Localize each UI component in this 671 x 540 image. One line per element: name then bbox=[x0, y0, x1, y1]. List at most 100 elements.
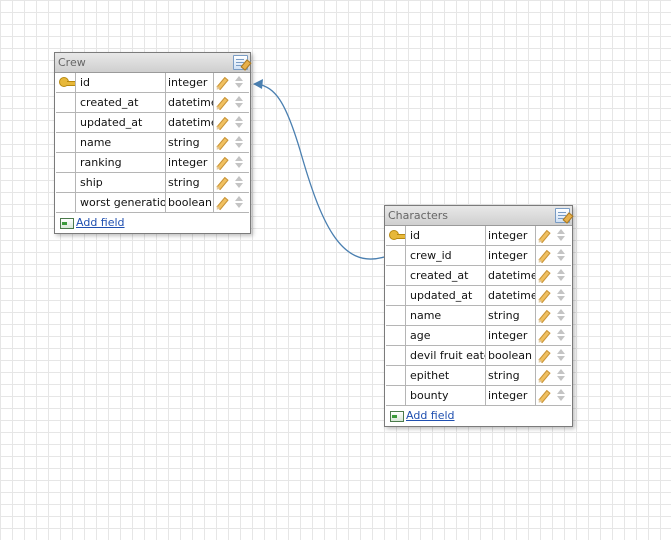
field-actions bbox=[214, 193, 248, 212]
key-cell bbox=[386, 386, 406, 405]
table-row[interactable]: created_at datetime bbox=[56, 93, 249, 113]
field-type: integer bbox=[486, 386, 536, 405]
pencil-icon[interactable] bbox=[216, 196, 229, 211]
field-actions bbox=[214, 113, 248, 132]
move-updown-icon[interactable] bbox=[557, 369, 566, 382]
characters-table-header[interactable]: Characters bbox=[385, 206, 572, 226]
field-name: ship bbox=[76, 173, 166, 192]
field-type: string bbox=[486, 366, 536, 385]
move-updown-icon[interactable] bbox=[557, 249, 566, 262]
add-field-icon[interactable] bbox=[60, 218, 74, 229]
table-row[interactable]: updated_at datetime bbox=[56, 113, 249, 133]
table-row[interactable]: name string bbox=[56, 133, 249, 153]
move-updown-icon[interactable] bbox=[235, 96, 244, 109]
pencil-icon[interactable] bbox=[216, 136, 229, 151]
pencil-icon[interactable] bbox=[216, 76, 229, 91]
move-updown-icon[interactable] bbox=[557, 229, 566, 242]
key-cell bbox=[386, 226, 406, 245]
move-updown-icon[interactable] bbox=[557, 269, 566, 282]
field-type: integer bbox=[166, 73, 214, 92]
table-row[interactable]: ranking integer bbox=[56, 153, 249, 173]
key-cell bbox=[56, 153, 76, 172]
field-name: worst generation bbox=[76, 193, 166, 212]
field-name: crew_id bbox=[406, 246, 486, 265]
field-actions bbox=[536, 326, 570, 345]
pencil-icon[interactable] bbox=[216, 116, 229, 131]
key-cell bbox=[386, 326, 406, 345]
field-name: devil fruit eater bbox=[406, 346, 486, 365]
field-name: epithet bbox=[406, 366, 486, 385]
edit-table-icon[interactable] bbox=[233, 55, 248, 70]
table-row[interactable]: devil fruit eater boolean bbox=[386, 346, 571, 366]
move-updown-icon[interactable] bbox=[235, 176, 244, 189]
pencil-icon[interactable] bbox=[538, 389, 551, 404]
field-type: integer bbox=[486, 226, 536, 245]
pencil-icon[interactable] bbox=[538, 249, 551, 264]
key-cell bbox=[386, 346, 406, 365]
field-type: datetime bbox=[166, 113, 214, 132]
field-type: integer bbox=[166, 153, 214, 172]
table-row[interactable]: crew_id integer bbox=[386, 246, 571, 266]
key-cell bbox=[56, 193, 76, 212]
field-name: ranking bbox=[76, 153, 166, 172]
key-cell bbox=[386, 306, 406, 325]
table-row[interactable]: id integer bbox=[56, 73, 249, 93]
move-updown-icon[interactable] bbox=[557, 349, 566, 362]
add-field-row: Add field bbox=[56, 213, 249, 233]
crew-table[interactable]: Crew id integer created_at datetime upda… bbox=[54, 52, 251, 234]
move-updown-icon[interactable] bbox=[235, 76, 244, 89]
key-cell bbox=[56, 73, 76, 92]
characters-table[interactable]: Characters id integer crew_id integer cr… bbox=[384, 205, 573, 427]
crew-table-title: Crew bbox=[58, 56, 86, 69]
table-row[interactable]: ship string bbox=[56, 173, 249, 193]
move-updown-icon[interactable] bbox=[557, 389, 566, 402]
move-updown-icon[interactable] bbox=[235, 116, 244, 129]
key-cell bbox=[386, 266, 406, 285]
add-field-icon[interactable] bbox=[390, 411, 404, 422]
field-type: datetime bbox=[486, 266, 536, 285]
field-actions bbox=[214, 173, 248, 192]
move-updown-icon[interactable] bbox=[557, 289, 566, 302]
field-type: string bbox=[166, 133, 214, 152]
table-row[interactable]: updated_at datetime bbox=[386, 286, 571, 306]
pencil-icon[interactable] bbox=[216, 176, 229, 191]
pencil-icon[interactable] bbox=[538, 309, 551, 324]
pencil-icon[interactable] bbox=[538, 329, 551, 344]
add-field-link[interactable]: Add field bbox=[76, 216, 125, 229]
relation-arrowhead bbox=[253, 79, 263, 89]
table-row[interactable]: worst generation boolean bbox=[56, 193, 249, 213]
move-updown-icon[interactable] bbox=[557, 329, 566, 342]
field-actions bbox=[536, 246, 570, 265]
move-updown-icon[interactable] bbox=[235, 136, 244, 149]
field-type: string bbox=[486, 306, 536, 325]
move-updown-icon[interactable] bbox=[557, 309, 566, 322]
pencil-icon[interactable] bbox=[538, 289, 551, 304]
table-row[interactable]: id integer bbox=[386, 226, 571, 246]
edit-table-icon[interactable] bbox=[555, 208, 570, 223]
table-row[interactable]: age integer bbox=[386, 326, 571, 346]
key-cell bbox=[386, 286, 406, 305]
table-row[interactable]: epithet string bbox=[386, 366, 571, 386]
field-type: integer bbox=[486, 326, 536, 345]
pencil-icon[interactable] bbox=[538, 369, 551, 384]
add-field-link[interactable]: Add field bbox=[406, 409, 455, 422]
table-row[interactable]: name string bbox=[386, 306, 571, 326]
field-actions bbox=[214, 133, 248, 152]
pencil-icon[interactable] bbox=[538, 349, 551, 364]
pencil-icon[interactable] bbox=[216, 156, 229, 171]
crew-table-header[interactable]: Crew bbox=[55, 53, 250, 73]
field-name: updated_at bbox=[406, 286, 486, 305]
field-actions bbox=[536, 306, 570, 325]
table-row[interactable]: bounty integer bbox=[386, 386, 571, 406]
move-updown-icon[interactable] bbox=[235, 156, 244, 169]
primary-key-icon bbox=[389, 230, 405, 240]
move-updown-icon[interactable] bbox=[235, 196, 244, 209]
field-type: integer bbox=[486, 246, 536, 265]
add-field-row: Add field bbox=[386, 406, 571, 426]
pencil-icon[interactable] bbox=[538, 269, 551, 284]
field-actions bbox=[536, 386, 570, 405]
pencil-icon[interactable] bbox=[216, 96, 229, 111]
pencil-icon[interactable] bbox=[538, 229, 551, 244]
table-row[interactable]: created_at datetime bbox=[386, 266, 571, 286]
